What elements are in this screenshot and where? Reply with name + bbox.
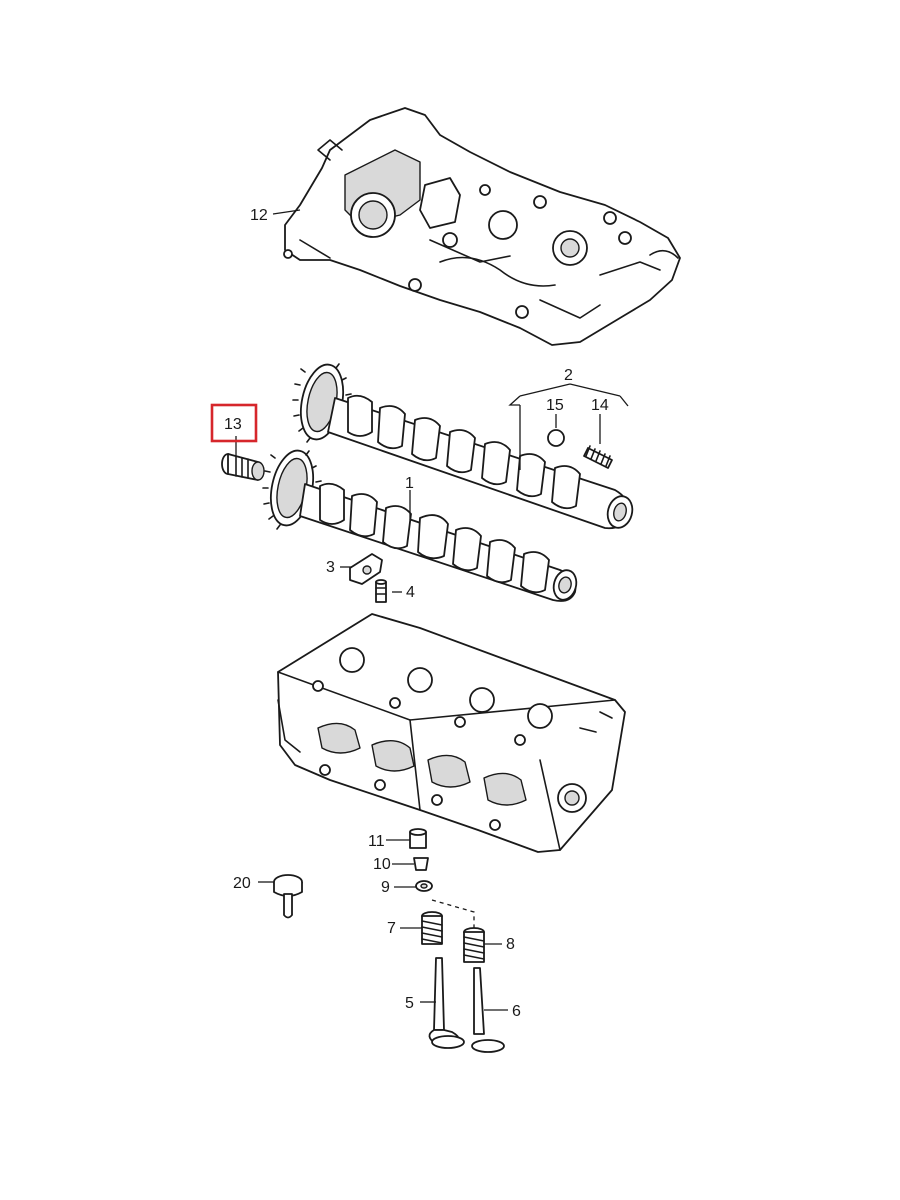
part-8-valve-spring (463, 927, 485, 963)
part-20-bolt (273, 874, 303, 919)
callout-8: 8 (506, 936, 515, 953)
callout-14: 14 (591, 397, 609, 414)
callout-5: 5 (405, 995, 414, 1012)
part-7-valve-spring (421, 911, 443, 945)
part-3-roller-rocker (349, 553, 383, 585)
leader-12 (272, 209, 301, 215)
callout-20: 20 (233, 875, 251, 892)
part-10-valve-cotter (413, 857, 429, 871)
part-6-exhaust-valve (471, 967, 505, 1053)
part-15-ball (547, 429, 565, 447)
part-9-spring-seat (415, 880, 433, 892)
part-5-intake-valve (428, 957, 465, 1049)
leader-lines (235, 209, 629, 1011)
highlight-box (210, 403, 258, 443)
callout-1: 1 (405, 475, 414, 492)
callout-13: 13 (224, 416, 242, 433)
part-4-hydraulic-element (375, 579, 387, 603)
part-13-plug (221, 453, 265, 481)
part-12-camshaft-housing (283, 107, 681, 346)
callout-15: 15 (546, 397, 564, 414)
part-2-camshaft-upper (292, 363, 634, 530)
callout-3: 3 (326, 559, 335, 576)
callout-10: 10 (373, 856, 391, 873)
spring-link-dashed (431, 899, 475, 930)
leader-2-bracket (508, 383, 629, 470)
cylinder-head (277, 613, 626, 853)
callout-4: 4 (406, 584, 415, 601)
part-1-camshaft-lower (262, 449, 578, 602)
callout-12: 12 (250, 207, 268, 224)
callout-7: 7 (387, 920, 396, 937)
callout-6: 6 (512, 1003, 521, 1020)
callout-11: 11 (368, 833, 385, 850)
part-11-valve-stem-seal (409, 828, 427, 849)
part-14-spring (583, 445, 613, 469)
callout-9: 9 (381, 879, 390, 896)
callout-2: 2 (564, 367, 573, 384)
